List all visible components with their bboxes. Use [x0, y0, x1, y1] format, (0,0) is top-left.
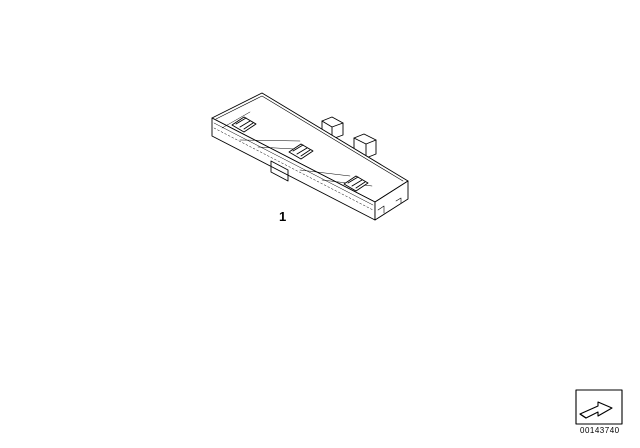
document-id: 00143740 [580, 426, 620, 435]
module-top-rim [215, 95, 404, 182]
module-end-face [374, 180, 409, 221]
contact-slot [288, 143, 314, 160]
contact-slot [343, 175, 369, 192]
front-window [270, 160, 289, 182]
contact-slot [231, 116, 257, 133]
page-arrow-icon [575, 389, 623, 425]
control-module-drawing [211, 92, 409, 221]
part-number-label: 1 [279, 209, 287, 224]
